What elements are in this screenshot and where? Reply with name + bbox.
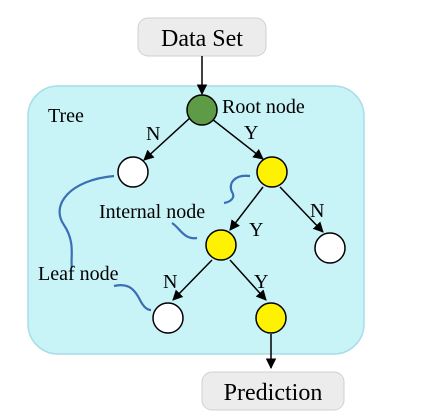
edge-label-lower-right: Y	[254, 271, 268, 293]
internal-node-label: Internal node	[99, 201, 205, 223]
root-node	[186, 94, 218, 126]
internal-node-pointer-curve-top	[223, 174, 251, 205]
edge-label-lower-left: N	[163, 271, 177, 293]
internal-node-upper	[256, 156, 288, 188]
edge-internal-right	[279, 186, 324, 233]
edge-label-root-left: N	[146, 123, 160, 145]
data-set-label: Data Set	[161, 26, 243, 52]
prediction-box	[201, 371, 345, 411]
prediction-node	[255, 302, 287, 334]
edge-lower-right	[229, 259, 267, 301]
edge-lower-left	[172, 259, 213, 301]
tree-label: Tree	[48, 105, 84, 127]
prediction-label: Prediction	[224, 380, 323, 406]
edge-label-internal-right: N	[310, 200, 324, 222]
leaf-node-pointer-curve	[58, 174, 115, 269]
leaf-node-bottom-left	[152, 302, 184, 334]
internal-node-pointer-curve-bottom	[171, 222, 198, 240]
leaf-node-label: Leaf node	[38, 263, 119, 285]
leaf-node-upper-left	[117, 156, 149, 188]
tree-panel	[27, 85, 365, 355]
leaf-node-right	[314, 232, 346, 264]
leaf-node-bottom-pointer-curve	[113, 284, 152, 312]
edge-internal-left	[229, 186, 264, 231]
edge-label-internal-left: Y	[249, 219, 263, 241]
edge-label-root-right: Y	[244, 122, 258, 144]
edge-root-right	[211, 118, 264, 160]
internal-node-lower	[205, 229, 237, 261]
edge-root-left	[143, 116, 192, 161]
root-node-label: Root node	[222, 96, 305, 118]
